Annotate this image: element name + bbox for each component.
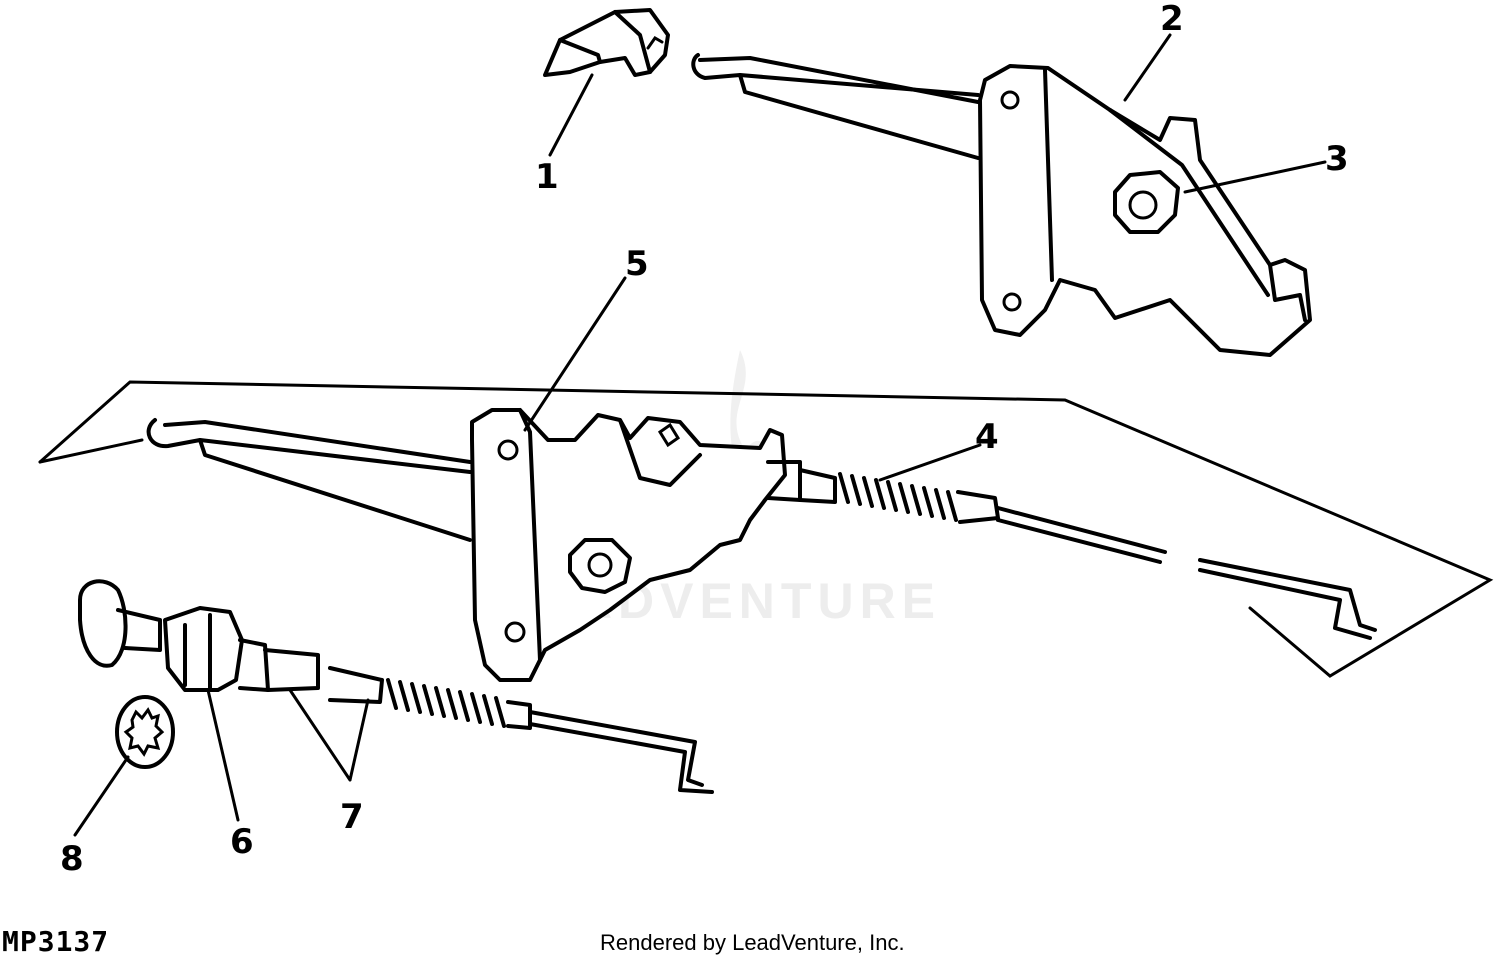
callout-8: 8 bbox=[60, 839, 84, 879]
assembly-outline bbox=[38, 380, 1494, 678]
part-8-lock-washer bbox=[115, 695, 175, 769]
callout-7: 7 bbox=[340, 797, 364, 837]
part-7-spring-lower bbox=[263, 648, 714, 794]
callout-5: 5 bbox=[625, 244, 649, 284]
part-3-nut bbox=[1113, 170, 1180, 234]
callout-3: 3 bbox=[1325, 139, 1349, 179]
callout-4: 4 bbox=[975, 417, 999, 457]
part-6-knob-assembly bbox=[78, 579, 270, 692]
part-2-lever-upper bbox=[691, 53, 1312, 357]
part-4-spring-upper bbox=[766, 460, 1377, 640]
part-5-lever-lower bbox=[146, 408, 787, 682]
render-credit: Rendered by LeadVenture, Inc. bbox=[600, 930, 905, 955]
drawing-id: MP3137 bbox=[2, 925, 110, 958]
callout-6: 6 bbox=[230, 822, 254, 862]
part-1-clip bbox=[543, 8, 670, 77]
callout-2: 2 bbox=[1160, 0, 1184, 39]
callout-labels: 1 2 3 4 5 6 7 8 bbox=[60, 0, 1349, 879]
callout-1: 1 bbox=[535, 157, 559, 197]
leader-lines bbox=[73, 33, 1327, 837]
